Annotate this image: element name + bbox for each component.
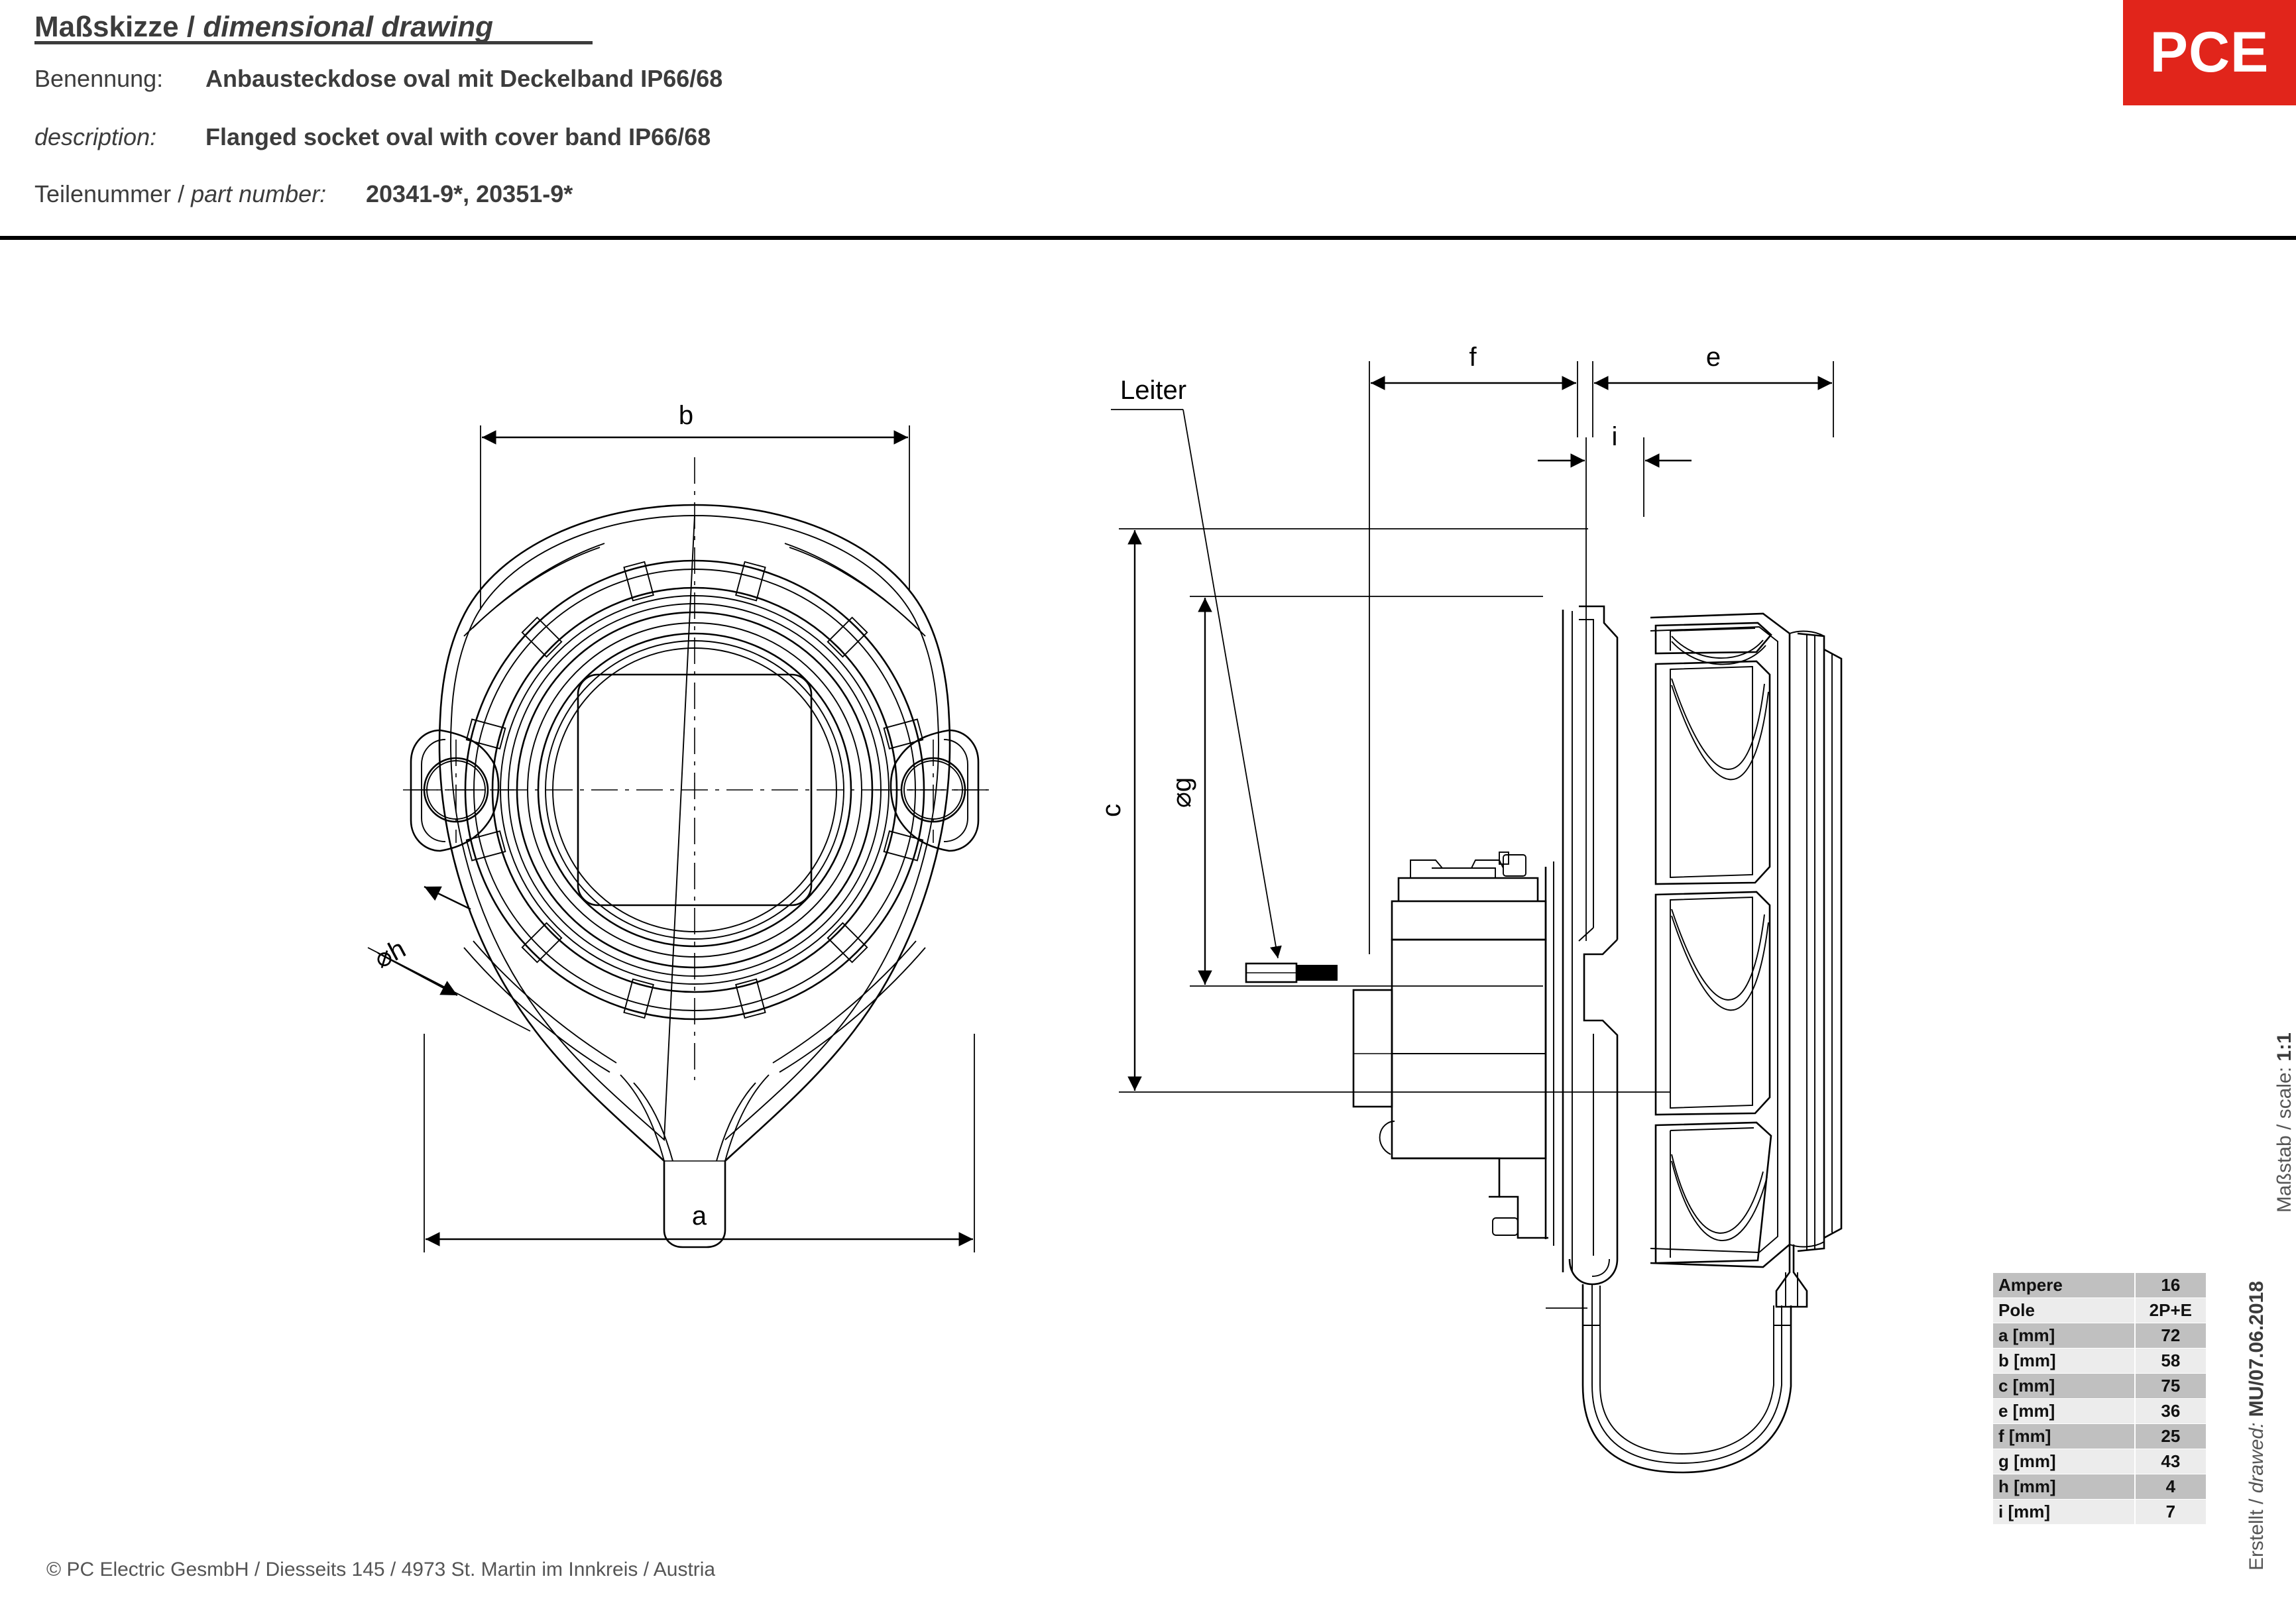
dimension-f-label: f <box>1469 343 1477 372</box>
table-row: f [mm]25 <box>1993 1424 2206 1449</box>
technical-drawing-svg: .ln { fill:none; stroke:#000; stroke-wid… <box>367 343 1843 1474</box>
spec-key: c [mm] <box>1993 1374 2134 1398</box>
center-cover-plate <box>577 673 813 907</box>
benennung-row: Benennung: Anbausteckdose oval mit Deckel… <box>34 65 722 93</box>
spec-key: i [mm] <box>1993 1500 2134 1524</box>
pce-logo: PCE <box>2123 0 2296 105</box>
drawn-note: Erstellt / drawed: MU/07.06.2018 <box>2246 1281 2268 1571</box>
dimension-c: c <box>1097 528 1670 1093</box>
partnumber-value: 20341-9*, 20351-9* <box>366 180 573 207</box>
spec-key: h [mm] <box>1993 1474 2134 1499</box>
dimension-e-label: e <box>1706 343 1721 372</box>
leiter-leader: Leiter <box>1111 376 1282 959</box>
spec-key: f [mm] <box>1993 1424 2134 1449</box>
page-title-en: dimensional drawing <box>203 11 493 43</box>
dimension-h: ⌀h <box>367 885 531 1032</box>
spec-value: 36 <box>2135 1399 2206 1423</box>
drawn-value: MU/07.06.2018 <box>2246 1281 2267 1417</box>
cover-band-strap <box>1581 1284 1792 1474</box>
spec-value: 43 <box>2135 1449 2206 1474</box>
spec-value: 25 <box>2135 1424 2206 1449</box>
spec-value: 58 <box>2135 1349 2206 1373</box>
spec-key: a [mm] <box>1993 1323 2134 1348</box>
spec-value: 4 <box>2135 1474 2206 1499</box>
side-view: f e i c ⌀g <box>1097 343 1843 1474</box>
grip-notches <box>465 561 924 1019</box>
table-row: h [mm]4 <box>1993 1474 2206 1499</box>
spec-key: e [mm] <box>1993 1399 2134 1423</box>
dimension-a-label: a <box>692 1201 707 1231</box>
socket-body <box>1352 605 1619 1286</box>
header-divider <box>0 236 2296 240</box>
table-row: g [mm]43 <box>1993 1449 2206 1474</box>
dimension-h-label: ⌀h <box>370 934 411 974</box>
page-title-de: Maßskizze <box>34 11 179 43</box>
dimension-i: i <box>1538 422 1692 941</box>
dimension-f: f <box>1369 343 1578 954</box>
page-title-underline <box>34 41 593 44</box>
scale-note: Maßstab / scale: 1:1 <box>2273 1032 2296 1213</box>
front-view-centerlines <box>411 457 988 1080</box>
page-title: Maßskizze / dimensional drawing <box>34 11 493 44</box>
spec-key: Ampere <box>1993 1273 2134 1297</box>
spec-value: 2P+E <box>2135 1298 2206 1323</box>
spec-value: 16 <box>2135 1273 2206 1297</box>
benennung-label: Benennung: <box>34 65 164 92</box>
leiter-label: Leiter <box>1120 376 1186 405</box>
spec-value: 75 <box>2135 1374 2206 1398</box>
description-label: description: <box>34 123 157 150</box>
mounting-ear-right <box>875 729 989 852</box>
dimension-g-label: ⌀g <box>1167 777 1196 808</box>
drawn-label-de: Erstellt / <box>2246 1493 2267 1571</box>
description-row: description: Flanged socket oval with cov… <box>34 123 711 151</box>
dimension-c-label: c <box>1097 804 1126 817</box>
description-value: Flanged socket oval with cover band IP66… <box>205 123 711 150</box>
dimension-g: ⌀g <box>1167 596 1543 987</box>
table-row: i [mm]7 <box>1993 1500 2206 1524</box>
spec-key: g [mm] <box>1993 1449 2134 1474</box>
mounting-ear-left <box>403 729 514 852</box>
front-view: b a <box>367 401 989 1252</box>
side-view-reference-lines <box>1353 1053 1587 1309</box>
partnumber-row: Teilenummer / part number: 20341-9*, 2035… <box>34 180 573 208</box>
spec-value: 7 <box>2135 1500 2206 1524</box>
dimension-b-label: b <box>679 401 693 430</box>
scale-label: Maßstab / scale: <box>2273 1066 2295 1213</box>
scale-value: 1:1 <box>2273 1032 2295 1062</box>
flange-body <box>438 504 951 1248</box>
dimension-e: e <box>1592 343 1834 437</box>
page-title-separator: / <box>178 11 203 43</box>
cover-hinge <box>1775 1244 1808 1308</box>
table-row: b [mm]58 <box>1993 1349 2206 1373</box>
spec-key: Pole <box>1993 1298 2134 1323</box>
header: Maßskizze / dimensional drawing Benennun… <box>0 0 2296 240</box>
dimension-a: a <box>424 1034 975 1252</box>
dimension-b: b <box>480 401 910 610</box>
dimension-i-label: i <box>1612 422 1618 451</box>
cover-cap <box>1650 612 1843 1268</box>
copyright-footer: © PC Electric GesmbH / Diesseits 145 / 4… <box>46 1559 716 1580</box>
pce-logo-text: PCE <box>2150 21 2269 84</box>
dimensional-drawing-canvas: .ln { fill:none; stroke:#000; stroke-wid… <box>0 239 2296 1557</box>
spec-value: 72 <box>2135 1323 2206 1348</box>
conductor-stub <box>1245 962 1338 983</box>
table-row: e [mm]36 <box>1993 1399 2206 1423</box>
table-row: c [mm]75 <box>1993 1374 2206 1398</box>
spec-key: b [mm] <box>1993 1349 2134 1373</box>
drawn-label-en: drawed: <box>2246 1422 2267 1494</box>
partnumber-label: Teilenummer / part number: <box>34 180 327 207</box>
flange-ribs <box>463 543 926 1162</box>
benennung-value: Anbausteckdose oval mit Deckelband IP66/… <box>205 65 723 92</box>
table-row: a [mm]72 <box>1993 1323 2206 1348</box>
